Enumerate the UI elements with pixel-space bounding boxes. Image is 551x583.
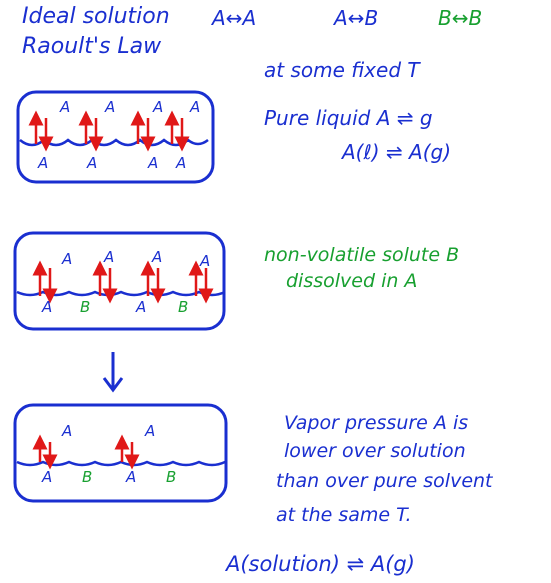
panel-1-liquid-a-3: A xyxy=(148,154,159,172)
panel-3-liquid-a-2: A xyxy=(126,468,137,486)
panel-2-gas-a-1: A xyxy=(62,250,73,268)
panel-2-gas-a-3: A xyxy=(152,248,163,266)
panel-1-container xyxy=(16,90,215,184)
panel-3-line-3: than over pure solvent xyxy=(276,470,493,492)
panel-2-liquid-b-2: B xyxy=(178,298,189,316)
panel-3-container xyxy=(13,403,228,503)
interaction-ab: A↔B xyxy=(334,6,379,30)
panel-1-liquid-a-2: A xyxy=(87,154,98,172)
panel-2-liquid-a-1: A xyxy=(42,298,53,316)
down-arrow-head xyxy=(102,377,124,393)
panel-3-liquid-a-1: A xyxy=(42,468,53,486)
panel-2-gas-a-2: A xyxy=(104,248,115,266)
panel-2-container xyxy=(13,231,226,331)
panel-1-equation: A(ℓ) ⇌ A(g) xyxy=(342,140,452,164)
panel-1-gas-a-4: A xyxy=(190,98,201,116)
panel-1-line-1: Pure liquid A ⇌ g xyxy=(264,106,433,130)
panel-2-gas-a-4: A xyxy=(200,252,211,270)
interaction-aa: A↔A xyxy=(212,6,257,30)
panel-1-gas-a-2: A xyxy=(105,98,116,116)
panel-3-liquid-b-1: B xyxy=(82,468,93,486)
final-equation: A(solution) ⇌ A(g) xyxy=(226,552,415,576)
panel-3-line-4: at the same T. xyxy=(276,504,412,526)
panel-1-liquid-a-1: A xyxy=(38,154,49,172)
interaction-bb: B↔B xyxy=(438,6,483,30)
panel-1-liquid-a-4: A xyxy=(176,154,187,172)
panel-2-liquid-surface xyxy=(16,290,226,297)
panel-3-line-2: lower over solution xyxy=(284,440,466,462)
panel-2-line-2: dissolved in A xyxy=(286,270,418,292)
panel-1-gas-a-1: A xyxy=(60,98,71,116)
panel-2-liquid-a-2: A xyxy=(136,298,147,316)
panel-2-liquid-b-1: B xyxy=(80,298,91,316)
panel-1-gas-a-3: A xyxy=(153,98,164,116)
panel-1-header: at some fixed T xyxy=(264,58,420,82)
panel-1-liquid-surface xyxy=(19,138,209,147)
title-line-1: Ideal solution xyxy=(22,4,170,29)
panel-2-line-1: non-volatile solute B xyxy=(264,244,460,266)
panel-3-liquid-b-2: B xyxy=(166,468,177,486)
title-line-2: Raoult's Law xyxy=(22,34,162,59)
panel-3-gas-a-2: A xyxy=(145,422,156,440)
panel-3-gas-a-1: A xyxy=(62,422,73,440)
panel-3-line-1: Vapor pressure A is xyxy=(284,412,469,434)
panel-3-liquid-surface xyxy=(16,460,226,467)
